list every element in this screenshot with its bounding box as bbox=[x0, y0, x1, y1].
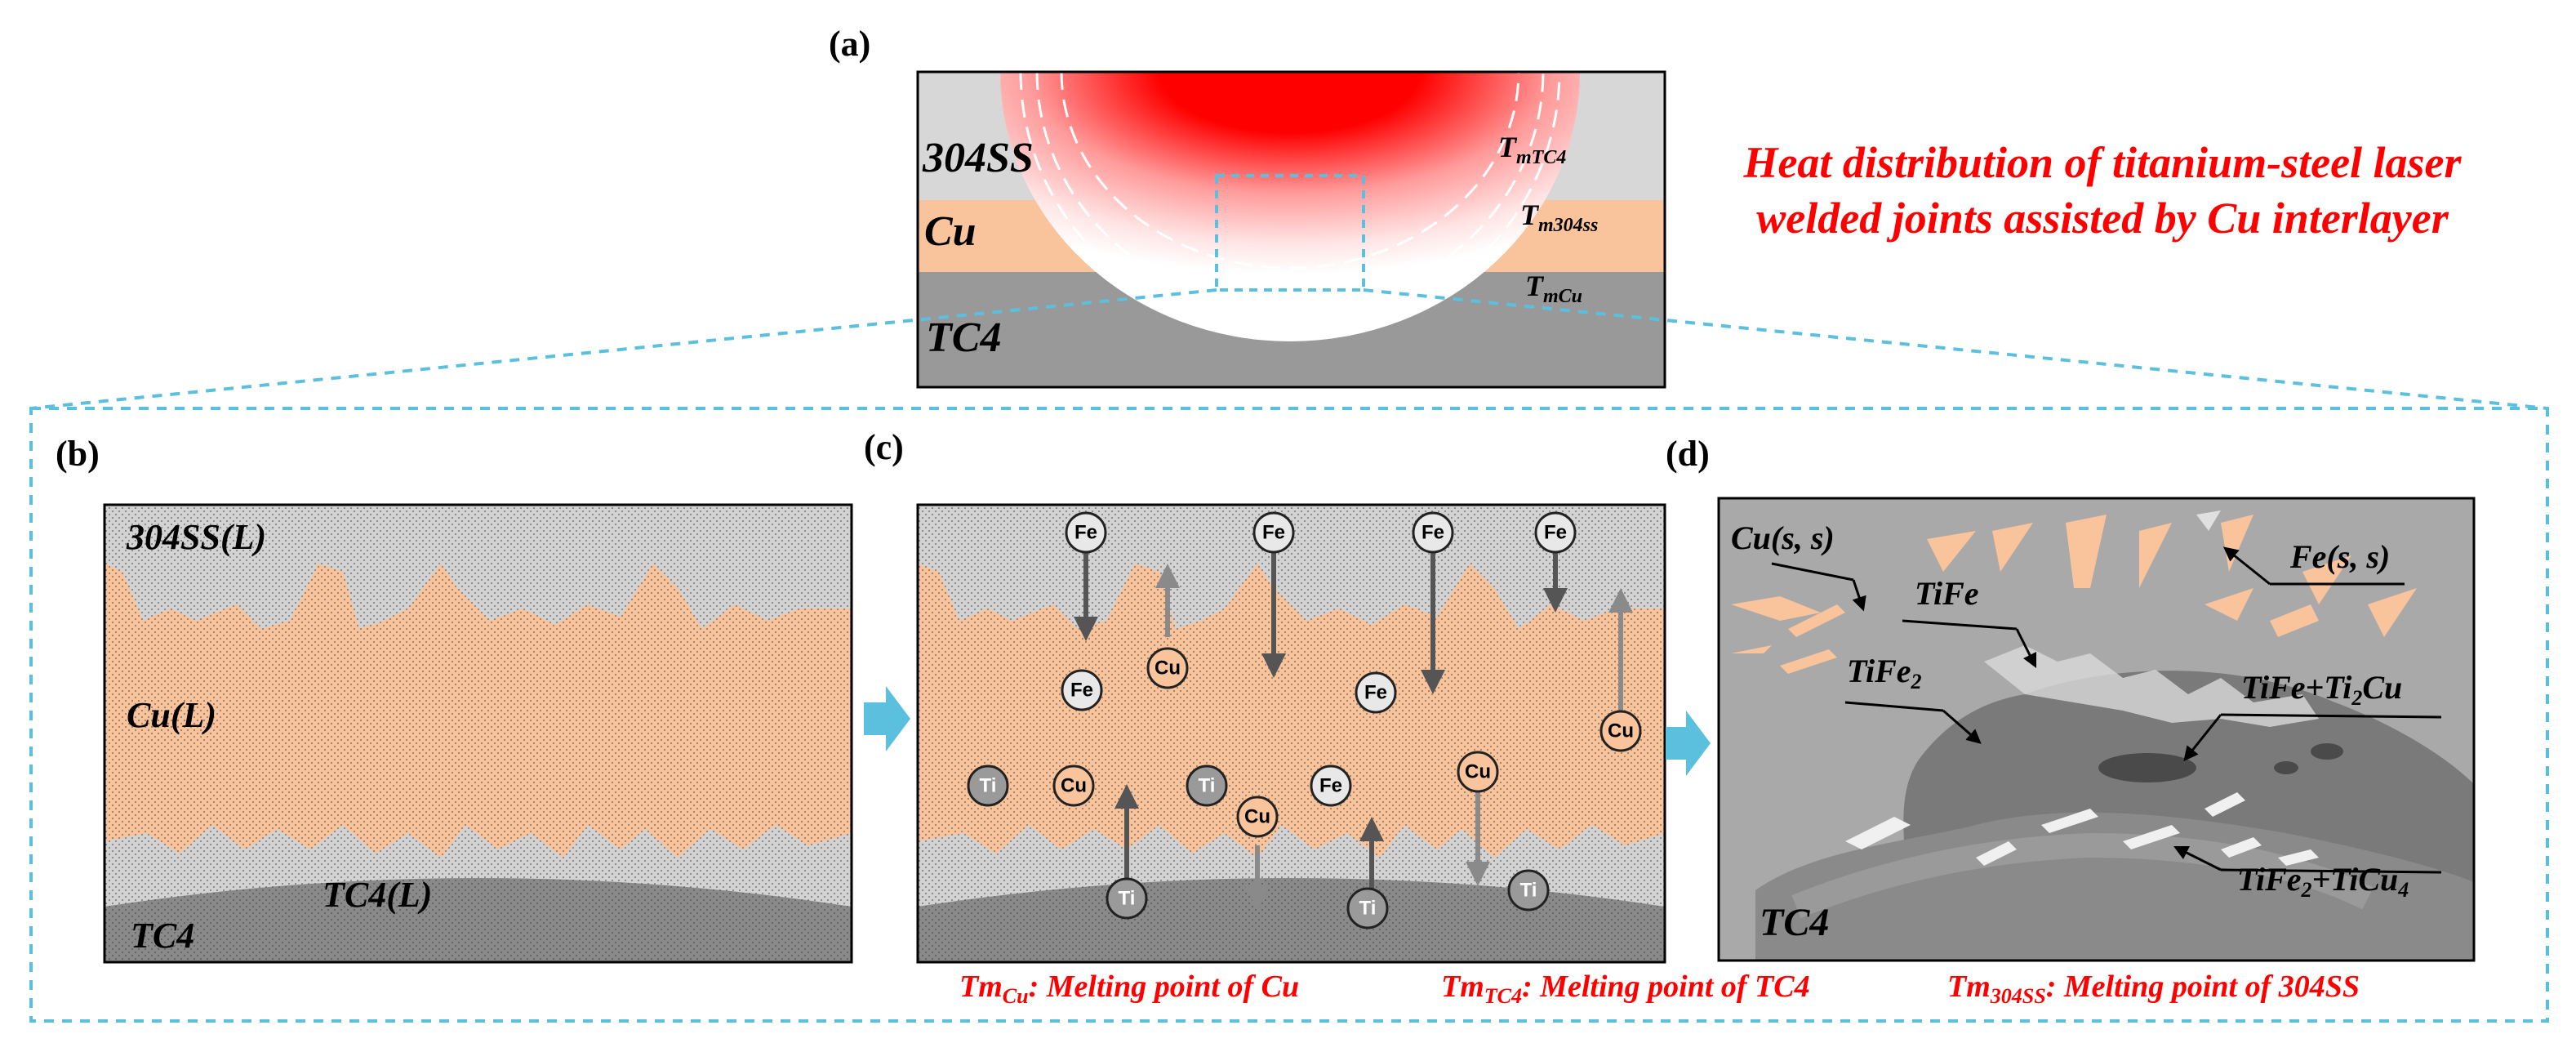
svg-text:Ti: Ti bbox=[1520, 880, 1537, 902]
panel-label-b: (b) bbox=[56, 434, 100, 474]
svg-text:Ti: Ti bbox=[1119, 888, 1136, 910]
atom-ti: Ti bbox=[967, 764, 1009, 807]
panel-label-c: (c) bbox=[864, 427, 904, 467]
svg-text:Ti: Ti bbox=[1199, 775, 1216, 797]
atom-fe: Fe bbox=[1534, 511, 1577, 554]
svg-text:Fe: Fe bbox=[1074, 522, 1097, 544]
panel-d bbox=[1719, 498, 2474, 961]
panel-label-a: (a) bbox=[829, 24, 871, 64]
atom-fe: Fe bbox=[1065, 511, 1107, 554]
arrow-b-to-c bbox=[864, 686, 910, 751]
isotherm-label-cu: TmCu bbox=[1525, 270, 1582, 307]
label-cu-liquid: Cu(L) bbox=[127, 695, 216, 735]
isotherm-cu bbox=[1019, 72, 1561, 335]
svg-text:Cu: Cu bbox=[1465, 761, 1491, 783]
title-line-1: Heat distribution of titanium-steel lase… bbox=[1743, 138, 2462, 187]
tife-dendrites bbox=[1984, 645, 2319, 727]
svg-text:Cu: Cu bbox=[1244, 806, 1270, 828]
panel-a-frame bbox=[916, 70, 1666, 389]
label-tife2-ticu4: TiFe2+TiCu4 bbox=[2237, 861, 2409, 902]
panel-d-frame bbox=[1717, 497, 2476, 962]
atom-ti: Ti bbox=[1106, 877, 1148, 920]
svg-text:Fe: Fe bbox=[1319, 775, 1342, 797]
svg-text:Fe: Fe bbox=[1421, 522, 1444, 544]
label-tife-ti2cu: TiFe+Ti2Cu bbox=[2241, 669, 2402, 710]
isotherm-tc4 bbox=[1035, 72, 1545, 310]
atom-cu: Cu bbox=[1599, 710, 1642, 752]
panel-label-d: (d) bbox=[1666, 434, 1710, 474]
panel-c-frame bbox=[916, 503, 1666, 964]
zoom-frame bbox=[29, 407, 2549, 1023]
title-line-2: welded joints assisted by Cu interlayer bbox=[1756, 193, 2449, 243]
svg-text:Fe: Fe bbox=[1364, 682, 1387, 704]
zoom-box bbox=[1215, 174, 1365, 292]
layer-label-tc4: TC4 bbox=[926, 314, 1001, 361]
zoom-connector-right bbox=[1363, 288, 2548, 410]
atom-ti: Ti bbox=[1346, 887, 1389, 929]
panel-c: Fe Fe Fe Fe Fe Fe Fe Cu Cu Cu Cu Cu Ti T… bbox=[918, 505, 1665, 962]
label-tc4-solid: TC4 bbox=[131, 916, 194, 956]
atom-cu: Cu bbox=[1457, 751, 1499, 793]
label-tife2: TiFe2 bbox=[1847, 653, 1922, 693]
atom-fe: Fe bbox=[1061, 669, 1103, 711]
label-304ss-liquid: 304SS(L) bbox=[126, 517, 266, 557]
isotherm-304ss bbox=[1060, 72, 1520, 270]
label-tc4-liquid: TC4(L) bbox=[323, 875, 432, 915]
atom-fe: Fe bbox=[1252, 511, 1295, 554]
svg-text:Fe: Fe bbox=[1262, 522, 1285, 544]
svg-text:Fe: Fe bbox=[1070, 680, 1093, 702]
label-tife: TiFe bbox=[1915, 575, 1979, 612]
label-cu-ss: Cu(s, s) bbox=[1731, 519, 1835, 556]
tife2-ticu4-flakes bbox=[1845, 792, 2319, 866]
tife-ti2cu-precipitate bbox=[2098, 753, 2196, 782]
svg-text:Cu: Cu bbox=[1061, 775, 1087, 797]
legend-tm-cu: TmCu: Melting point of Cu bbox=[959, 970, 1299, 1008]
svg-text:Ti: Ti bbox=[1359, 898, 1377, 920]
diagram-title: Heat distribution of titanium-steel lase… bbox=[1682, 136, 2523, 246]
atom-cu: Cu bbox=[1052, 764, 1095, 807]
legend-tm-tc4: TmTC4: Melting point of TC4 bbox=[1441, 970, 1810, 1008]
svg-text:Cu: Cu bbox=[1155, 658, 1181, 680]
fe-solid-solution bbox=[2196, 510, 2221, 531]
atom-cu: Cu bbox=[1236, 796, 1279, 838]
panel-b bbox=[105, 505, 852, 962]
panel-b-frame bbox=[103, 503, 853, 964]
panel-a bbox=[918, 72, 1665, 387]
layer-label-304ss: 304SS bbox=[922, 135, 1034, 181]
svg-text:Ti: Ti bbox=[980, 775, 997, 797]
atom-ti: Ti bbox=[1186, 764, 1228, 807]
heat-zone bbox=[1000, 72, 1580, 341]
cu-solid-solution bbox=[1731, 515, 2417, 674]
label-tc4-d: TC4 bbox=[1760, 901, 1829, 944]
svg-text:Cu: Cu bbox=[1608, 720, 1634, 742]
arrow-c-to-d bbox=[1666, 711, 1711, 776]
atom-fe: Fe bbox=[1412, 511, 1454, 554]
layer-label-cu: Cu bbox=[924, 208, 977, 255]
atom-cu: Cu bbox=[1146, 647, 1189, 689]
atom-ti: Ti bbox=[1507, 869, 1550, 912]
label-fe-ss: Fe(s, s) bbox=[2289, 538, 2390, 575]
isotherm-label-304ss: Tm304ss bbox=[1520, 198, 1598, 236]
svg-text:Fe: Fe bbox=[1544, 522, 1567, 544]
zoom-connector-left bbox=[30, 288, 1217, 410]
isotherm-label-tc4: TmTC4 bbox=[1498, 131, 1566, 168]
legend-tm-304ss: Tm304SS: Melting point of 304SS bbox=[1947, 970, 2360, 1008]
atom-fe: Fe bbox=[1310, 764, 1352, 807]
atom-fe: Fe bbox=[1355, 671, 1397, 714]
